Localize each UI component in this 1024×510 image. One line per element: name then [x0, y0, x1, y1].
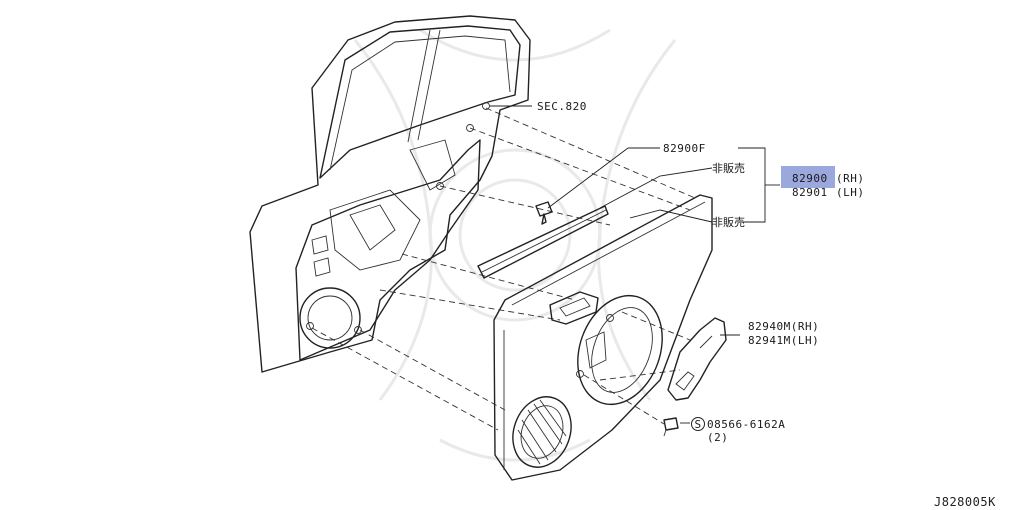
label-82900-side: (RH): [836, 172, 865, 185]
label-not-sold-upper: 非販売: [712, 162, 745, 175]
label-82940m[interactable]: 82940M(RH): [748, 320, 819, 333]
screw-08566-6162a: [663, 417, 679, 437]
label-screw-qty: (2): [707, 431, 728, 444]
label-82901-side: (LH): [836, 186, 865, 199]
trim-strip: [477, 205, 609, 279]
label-82900[interactable]: 82900: [792, 172, 828, 185]
door-trim-panel: [493, 194, 713, 481]
label-not-sold-lower: 非販売: [712, 216, 745, 229]
leader-lines: [490, 105, 780, 424]
door-shell: [249, 15, 531, 373]
clip-82900f: [535, 201, 553, 225]
screw-symbol-icon: S: [691, 417, 705, 431]
label-screw-part[interactable]: 08566-6162A: [707, 418, 785, 431]
diagram-reference-code: J828005K: [934, 495, 996, 509]
label-82901[interactable]: 82901: [792, 186, 828, 199]
svg-text:S: S: [695, 418, 702, 431]
label-sec-820[interactable]: SEC.820: [537, 100, 587, 113]
finisher-82940m: [667, 317, 727, 401]
watermark-emblem: [353, 28, 677, 462]
label-82941m[interactable]: 82941M(LH): [748, 334, 819, 347]
part-highlight: [781, 166, 835, 188]
label-82900f[interactable]: 82900F: [663, 142, 706, 155]
